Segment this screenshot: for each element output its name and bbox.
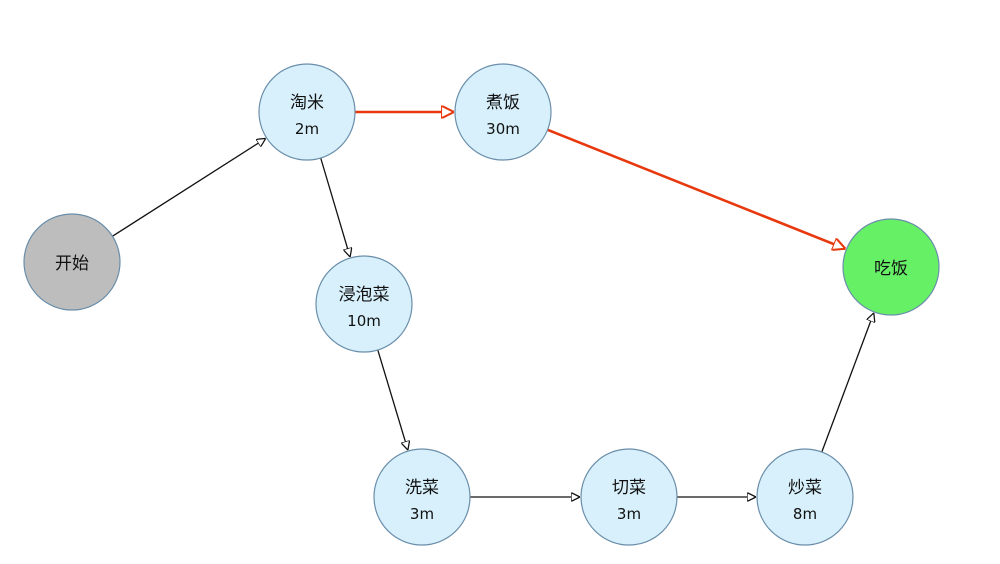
- nodes-layer: 开始 淘米 2m 煮饭 30m 浸泡菜 10m 洗菜 3m 切菜: [23, 63, 940, 546]
- node-soak-veg[interactable]: 浸泡菜 10m: [315, 255, 413, 353]
- node-wash-rice[interactable]: 淘米 2m: [258, 63, 356, 161]
- node-wash-veg[interactable]: 洗菜 3m: [373, 448, 471, 546]
- node-start-circle: [23, 213, 121, 311]
- node-wash-rice-label: 淘米: [290, 93, 324, 113]
- node-stirfry-veg-duration: 8m: [793, 505, 817, 523]
- node-start[interactable]: 开始: [23, 213, 121, 311]
- edges-layer: [112, 112, 874, 497]
- node-soak-veg-label: 浸泡菜: [339, 285, 390, 305]
- node-wash-veg-circle: [373, 448, 471, 546]
- edge-stirfry-veg-to-eat: [821, 313, 874, 453]
- node-cook-rice-duration: 30m: [486, 120, 520, 138]
- node-stirfry-veg-circle: [756, 448, 854, 546]
- node-cut-veg-duration: 3m: [617, 505, 641, 523]
- node-cook-rice-label: 煮饭: [486, 93, 520, 113]
- node-cut-veg-circle: [580, 448, 678, 546]
- node-eat[interactable]: 吃饭: [842, 218, 940, 316]
- edge-wash-rice-to-soak-veg: [320, 157, 350, 257]
- node-wash-rice-duration: 2m: [295, 120, 319, 138]
- edge-soak-veg-to-wash-veg: [377, 349, 408, 450]
- node-eat-circle: [842, 218, 940, 316]
- node-cook-rice[interactable]: 煮饭 30m: [454, 63, 552, 161]
- node-start-label: 开始: [55, 254, 89, 274]
- node-soak-veg-duration: 10m: [347, 312, 381, 330]
- node-wash-veg-duration: 3m: [410, 505, 434, 523]
- node-stirfry-veg-label: 炒菜: [788, 478, 822, 498]
- node-cut-veg[interactable]: 切菜 3m: [580, 448, 678, 546]
- node-wash-veg-label: 洗菜: [405, 478, 439, 498]
- node-stirfry-veg[interactable]: 炒菜 8m: [756, 448, 854, 546]
- edge-cook-rice-to-eat: [547, 128, 846, 249]
- node-cook-rice-circle: [454, 63, 552, 161]
- node-cut-veg-label: 切菜: [612, 478, 646, 498]
- edge-start-to-wash-rice: [112, 138, 266, 237]
- node-eat-label: 吃饭: [874, 259, 908, 279]
- node-soak-veg-circle: [315, 255, 413, 353]
- node-wash-rice-circle: [258, 63, 356, 161]
